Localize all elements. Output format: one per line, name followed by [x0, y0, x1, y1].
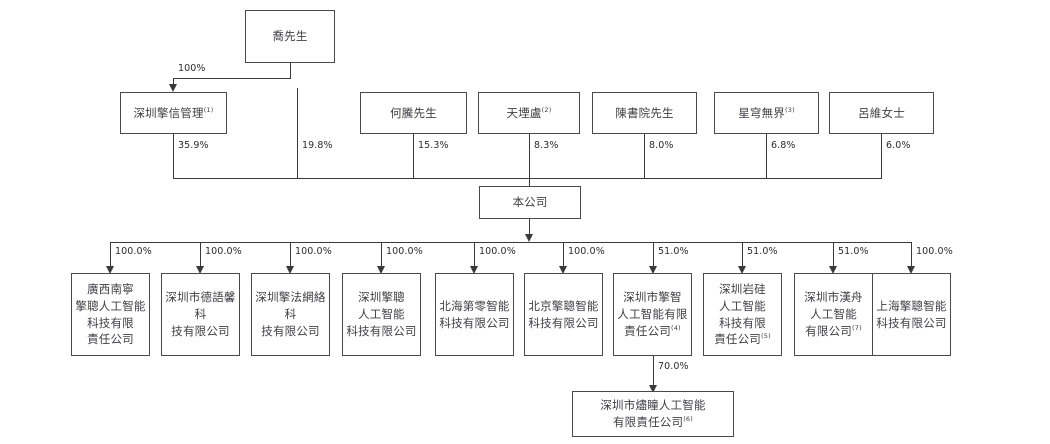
- node-subsidiary-0: 廣西南寧 擎聰人工智能 科技有限 責任公司: [71, 273, 150, 356]
- pct-shareholder-0: 35.9%: [178, 140, 209, 151]
- arrow-company-down: [525, 234, 533, 242]
- node-subsidiary-6: 深圳市擎智 人工智能有限 責任公司(4): [613, 273, 692, 356]
- node-shareholder-0: 深圳擎信管理(1): [120, 92, 227, 134]
- pct-subsidiary-6: 51.0%: [658, 246, 689, 257]
- pct-subsidiary-9: 100.0%: [916, 246, 953, 257]
- node-subsidiary-9: 上海擎聰智能 科技有限公司: [872, 273, 951, 356]
- node-subsidiary-1-label: 深圳市德語馨科 技有限公司: [165, 290, 236, 338]
- pct-shareholder-6: 6.0%: [886, 140, 911, 151]
- drop-subsidiary-1: [200, 242, 201, 268]
- pct-shareholder-5: 6.8%: [771, 140, 796, 151]
- pct-top-to-holdco: 100%: [178, 63, 206, 74]
- arrow-subsidiary-6: [649, 266, 657, 274]
- node-subsidiary-2-label: 深圳擎法網絡科 技有限公司: [255, 290, 326, 338]
- drop-subsidiary-4: [474, 242, 475, 268]
- drop-subsidiary-3: [381, 242, 382, 268]
- pct-grandchild: 70.0%: [658, 361, 689, 372]
- node-shareholder-6: 呂維女士: [829, 92, 934, 134]
- connector-top-vertical: [290, 63, 291, 78]
- node-shareholder-3-label: 天堙盧(2): [506, 105, 552, 120]
- drop-shareholder-4: [644, 134, 645, 178]
- drop-subsidiary-2: [290, 242, 291, 268]
- node-shareholder-5-label: 星穹無界(3): [738, 105, 795, 120]
- arrow-subsidiary-9: [907, 266, 915, 274]
- node-company: 本公司: [479, 186, 581, 219]
- pct-shareholder-1: 19.8%: [302, 140, 333, 151]
- connector-top-horizontal: [173, 78, 291, 79]
- connector-top-to-holdco: [173, 78, 174, 86]
- drop-subsidiary-7: [742, 242, 743, 268]
- connector-company-down: [529, 219, 530, 237]
- node-shareholder-0-label: 深圳擎信管理(1): [133, 105, 214, 120]
- node-grandchild-label: 深圳市燼瞳人工智能 有限責任公司(6): [600, 398, 706, 429]
- pct-subsidiary-1: 100.0%: [205, 246, 242, 257]
- arrow-top-to-holdco: [169, 84, 177, 92]
- arrow-subsidiary-5: [559, 266, 567, 274]
- node-shareholder-3: 天堙盧(2): [478, 92, 580, 134]
- arrow-subsidiary-7: [738, 266, 746, 274]
- node-shareholder-2: 何騰先生: [360, 92, 467, 134]
- node-subsidiary-7: 深圳岩硅 人工智能 科技有限 責任公司(5): [703, 273, 782, 356]
- arrow-subsidiary-2: [286, 266, 294, 274]
- pct-subsidiary-2: 100.0%: [295, 246, 332, 257]
- arrow-grandchild: [649, 385, 657, 393]
- node-company-label: 本公司: [512, 195, 548, 210]
- node-shareholder-4: 陳書院先生: [592, 92, 697, 134]
- node-subsidiary-8-label: 深圳市漢舟 人工智能 有限公司(7): [804, 290, 863, 338]
- drop-subsidiary-8: [833, 242, 834, 268]
- arrow-subsidiary-3: [377, 266, 385, 274]
- drop-subsidiary-0: [110, 242, 111, 268]
- node-subsidiary-6-label: 深圳市擎智 人工智能有限 責任公司(4): [617, 290, 688, 338]
- pct-subsidiary-4: 100.0%: [479, 246, 516, 257]
- pct-subsidiary-7: 51.0%: [747, 246, 778, 257]
- bus-shareholders: [173, 178, 882, 179]
- drop-shareholder-2: [413, 134, 414, 178]
- drop-subsidiary-5: [563, 242, 564, 268]
- node-subsidiary-5-label: 北京擎聰智能 科技有限公司: [528, 298, 599, 330]
- arrow-subsidiary-1: [196, 266, 204, 274]
- pct-shareholder-4: 8.0%: [649, 140, 674, 151]
- drop-shareholder-3: [529, 134, 530, 178]
- bus-subsidiaries: [110, 242, 911, 243]
- node-shareholder-6-label: 呂維女士: [858, 105, 905, 120]
- pct-shareholder-2: 15.3%: [418, 140, 449, 151]
- drop-shareholder-5: [766, 134, 767, 178]
- arrow-subsidiary-8: [829, 266, 837, 274]
- node-shareholder-5: 星穹無界(3): [714, 92, 819, 134]
- connector-bus-to-company: [529, 178, 530, 189]
- arrow-subsidiary-0: [106, 266, 114, 274]
- pct-subsidiary-0: 100.0%: [115, 246, 152, 257]
- node-subsidiary-3-label: 深圳擎聰 人工智能 科技有限公司: [346, 290, 417, 338]
- node-subsidiary-7-label: 深圳岩硅 人工智能 科技有限 責任公司(5): [714, 282, 771, 347]
- node-shareholder-4-label: 陳書院先生: [615, 105, 674, 120]
- node-subsidiary-1: 深圳市德語馨科 技有限公司: [161, 273, 240, 356]
- node-subsidiary-8: 深圳市漢舟 人工智能 有限公司(7): [794, 273, 873, 356]
- drop-shareholder-0: [173, 134, 174, 178]
- drop-shareholder-1: [297, 88, 298, 178]
- drop-subsidiary-9: [911, 242, 912, 268]
- pct-subsidiary-5: 100.0%: [568, 246, 605, 257]
- node-subsidiary-9-label: 上海擎聰智能 科技有限公司: [876, 298, 947, 330]
- node-top-shareholder: 喬先生: [245, 10, 335, 63]
- drop-grandchild: [653, 356, 654, 387]
- pct-subsidiary-3: 100.0%: [386, 246, 423, 257]
- node-subsidiary-3: 深圳擎聰 人工智能 科技有限公司: [342, 273, 421, 356]
- pct-subsidiary-8: 51.0%: [838, 246, 869, 257]
- drop-subsidiary-6: [653, 242, 654, 268]
- arrow-subsidiary-4: [470, 266, 478, 274]
- node-grandchild: 深圳市燼瞳人工智能 有限責任公司(6): [572, 391, 734, 437]
- node-subsidiary-2: 深圳擎法網絡科 技有限公司: [251, 273, 330, 356]
- node-shareholder-2-label: 何騰先生: [390, 105, 437, 120]
- node-subsidiary-5: 北京擎聰智能 科技有限公司: [524, 273, 603, 356]
- pct-shareholder-3: 8.3%: [534, 140, 559, 151]
- node-subsidiary-4: 北海第零智能 科技有限公司: [435, 273, 514, 356]
- node-subsidiary-4-label: 北海第零智能 科技有限公司: [439, 298, 510, 330]
- node-top-shareholder-label: 喬先生: [272, 29, 308, 44]
- drop-shareholder-6: [881, 134, 882, 178]
- node-subsidiary-0-label: 廣西南寧 擎聰人工智能 科技有限 責任公司: [75, 282, 146, 347]
